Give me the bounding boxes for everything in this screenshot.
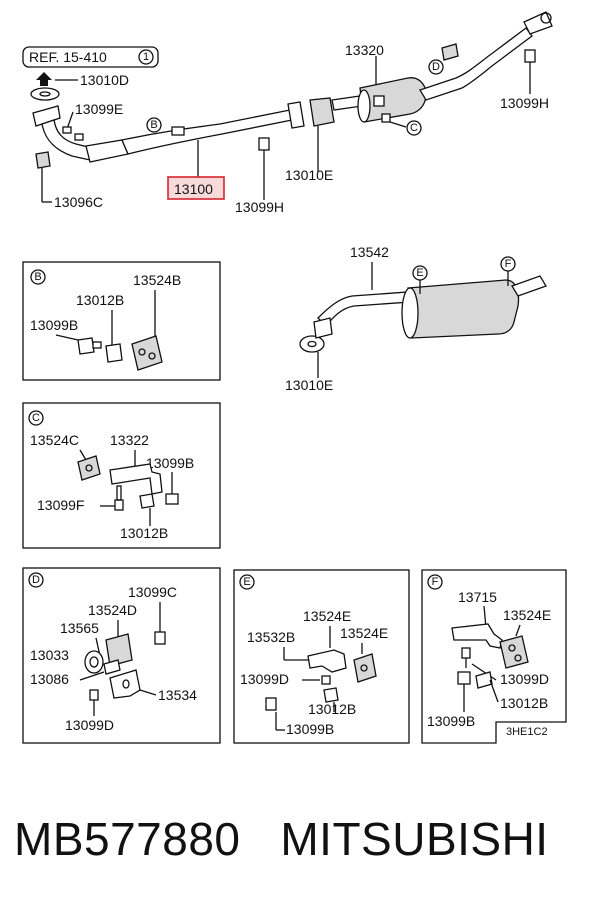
box-c-rubber — [77, 455, 101, 481]
box-f-bracket — [451, 623, 503, 649]
box-b-label-0: 13524B — [133, 272, 181, 288]
label-13099H-b: 13099H — [500, 95, 549, 111]
box-f-rubber — [499, 635, 529, 669]
rubber-hanger — [35, 151, 51, 169]
front-flange — [32, 105, 61, 127]
box-c-bracket — [109, 463, 163, 495]
callout-e-letter: E — [416, 267, 423, 279]
rear-pipe-upper — [419, 27, 533, 101]
callout-c — [406, 120, 422, 136]
box-e-label-4: 13012B — [308, 701, 356, 717]
box-d-tag: D — [32, 574, 40, 586]
joint-flange-left — [287, 101, 305, 129]
detail-box-f: F 13715 13524E 13099D 13012B 13099B 3HE1… — [421, 569, 567, 744]
box-e-tag: E — [243, 576, 250, 588]
label-13542: 13542 — [350, 244, 389, 260]
label-13010E-b: 13010E — [285, 377, 333, 393]
box-f-label-4: 13099B — [427, 713, 475, 729]
label-13010E-a: 13010E — [285, 167, 333, 183]
box-f-tag: F — [432, 576, 439, 588]
box-d-bracket — [109, 669, 141, 699]
rear-gasket — [299, 335, 325, 353]
label-13099E: 13099E — [75, 101, 123, 117]
front-gasket — [30, 87, 60, 101]
box-d-gasket — [84, 650, 104, 674]
ref-label: REF. 15-410 — [29, 49, 107, 65]
box-d-label-3: 13033 — [30, 647, 69, 663]
box-b-bushing — [105, 343, 123, 363]
label-13010D: 13010D — [80, 72, 129, 88]
box-c-label-1: 13322 — [110, 432, 149, 448]
footer: MB577880 MITSUBISHI — [14, 812, 549, 866]
box-f-bolt — [457, 671, 471, 685]
box-c-tag: C — [32, 412, 40, 424]
detail-box-e: E 13524E 13532B 13524E 13099D 13012B 130… — [233, 569, 410, 744]
box-d-label-4: 13086 — [30, 671, 69, 687]
box-e-label-2: 13524E — [340, 625, 388, 641]
box-e-label-3: 13099D — [240, 671, 289, 687]
box-c-label-3: 13099F — [37, 497, 84, 513]
box-e-rubber — [353, 653, 377, 683]
brand-name: MITSUBISHI — [280, 813, 549, 865]
box-e-bracket — [307, 649, 347, 673]
label-13096C: 13096C — [54, 194, 103, 210]
box-d-label-1: 13524D — [88, 602, 137, 618]
detail-box-d: D 13099C 13524D 13565 13033 13086 13534 … — [22, 567, 221, 744]
box-d-label-6: 13099D — [65, 717, 114, 733]
part-number: MB577880 — [14, 813, 241, 865]
main-assembly: REF. 15-410 1 13010D 13099E 13096C 13100… — [22, 11, 553, 215]
joint-flange-right — [309, 97, 335, 127]
box-e-bolt — [265, 697, 277, 711]
ref-circle-number: 1 — [143, 51, 149, 63]
callout-b-letter: B — [150, 119, 157, 131]
rear-muffler-body — [407, 279, 520, 339]
box-c-label-4: 13012B — [120, 525, 168, 541]
box-d-label-2: 13565 — [60, 620, 99, 636]
detail-box-c: C 13524C 13322 13099B 13099F 13012B — [22, 402, 221, 549]
box-d-label-0: 13099C — [128, 584, 177, 600]
box-f-label-1: 13524E — [503, 607, 551, 623]
box-b-bolt — [77, 337, 95, 355]
callout-c-letter: C — [410, 122, 418, 134]
callout-d-letter: D — [432, 61, 440, 73]
box-d-label-5: 13534 — [158, 687, 197, 703]
ref-box — [22, 46, 159, 68]
rear-assembly: 13542 13010E E F — [285, 244, 547, 393]
bolt-13099h — [258, 137, 270, 151]
box-b-tag: B — [34, 271, 41, 283]
box-e-label-0: 13524E — [303, 608, 351, 624]
label-13320: 13320 — [345, 42, 384, 58]
box-d-rubber — [105, 633, 133, 667]
exhaust-parts-diagram: REF. 15-410 1 13010D 13099E 13096C 13100… — [22, 11, 567, 744]
box-e-label-5: 13099B — [286, 721, 334, 737]
rear-pipe-13542 — [317, 291, 411, 327]
arrow-up-icon — [36, 72, 52, 86]
box-b-label-1: 13012B — [76, 292, 124, 308]
box-f-code: 3HE1C2 — [506, 726, 548, 738]
front-pipe-body — [85, 139, 129, 163]
part-13100-highlight — [167, 176, 225, 200]
box-e-label-1: 13532B — [247, 629, 295, 645]
box-c-bolt — [165, 493, 179, 505]
box-f-label-3: 13012B — [500, 695, 548, 711]
callout-f-letter: F — [505, 258, 512, 270]
callout-b — [146, 117, 162, 133]
front-down-pipe — [41, 119, 93, 161]
bolt-13099h-right — [524, 49, 536, 63]
box-b-hanger — [131, 335, 163, 371]
box-c-label-0: 13524C — [30, 432, 79, 448]
box-c-label-2: 13099B — [146, 455, 194, 471]
box-b-label-2: 13099B — [30, 317, 78, 333]
box-f-label-0: 13715 — [458, 589, 497, 605]
detail-box-b: B 13524B 13012B 13099B — [22, 261, 221, 381]
label-13100: 13100 — [174, 181, 213, 197]
box-f-label-2: 13099D — [500, 671, 549, 687]
ref-circle — [138, 49, 154, 65]
box-d-bolt — [154, 631, 166, 645]
label-13099H-a: 13099H — [235, 199, 284, 215]
callout-d — [428, 59, 444, 75]
